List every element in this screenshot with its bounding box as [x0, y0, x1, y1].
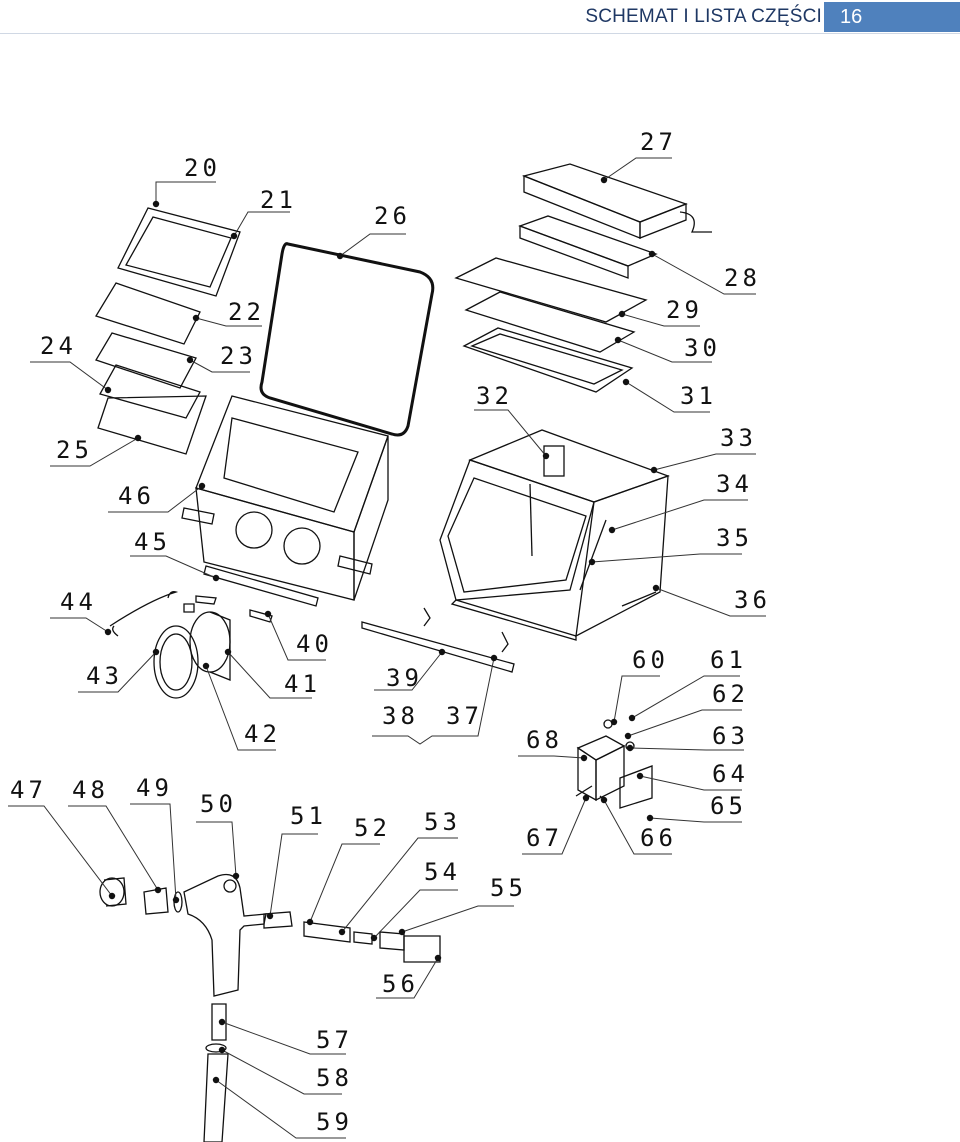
callout-37: 37 [446, 702, 483, 730]
control-box-cover-drawing [619, 765, 653, 809]
callout-63: 63 [712, 722, 749, 750]
nozzle-nut-drawing [99, 877, 125, 907]
callout-25: 25 [56, 436, 93, 464]
callout-58: 58 [316, 1064, 353, 1092]
callout-48: 48 [72, 776, 109, 804]
callout-42: 42 [244, 720, 281, 748]
top-sheet-drawing [454, 257, 648, 323]
callout-45: 45 [134, 528, 171, 556]
glove-port-right-drawing [283, 527, 321, 565]
hinge-bar-drawing [203, 565, 319, 607]
glove-ring-outer-drawing [153, 625, 199, 699]
page-number-badge: 16 [824, 2, 960, 32]
callout-34: 34 [716, 470, 753, 498]
cabinet-front-drawing [439, 459, 595, 601]
callout-51: 51 [290, 802, 327, 830]
leader-lines [8, 157, 766, 1139]
callout-21: 21 [260, 186, 297, 214]
fitting-drawing [303, 921, 351, 943]
callout-32: 32 [476, 382, 513, 410]
callout-61: 61 [710, 646, 747, 674]
callout-27: 27 [640, 128, 677, 156]
page-header: SCHEMAT I LISTA CZĘŚCI 16 [0, 0, 960, 34]
glove-ring-inner-drawing [189, 611, 231, 673]
callout-44: 44 [60, 588, 97, 616]
callout-23: 23 [220, 342, 257, 370]
callout-29: 29 [666, 296, 703, 324]
lamp-rail-drawing [518, 215, 658, 267]
callout-43: 43 [86, 662, 123, 690]
door-seal-drawing [259, 242, 435, 437]
callout-24: 24 [40, 332, 77, 360]
callout-57: 57 [316, 1026, 353, 1054]
callout-65: 65 [710, 792, 747, 820]
callout-54: 54 [424, 858, 461, 886]
callout-28: 28 [724, 264, 761, 292]
callout-64: 64 [712, 760, 749, 788]
callout-26: 26 [374, 202, 411, 230]
callout-68: 68 [526, 726, 563, 754]
glove-port-left-drawing [235, 511, 273, 549]
callout-31: 31 [680, 382, 717, 410]
air-hose-drawing [203, 1053, 229, 1142]
callout-39: 39 [386, 664, 423, 692]
callout-55: 55 [490, 874, 527, 902]
callout-66: 66 [640, 824, 677, 852]
callout-62: 62 [712, 680, 749, 708]
leader-dots [104, 176, 660, 1084]
callout-20: 20 [184, 154, 221, 182]
callout-41: 41 [284, 670, 321, 698]
callout-46: 46 [118, 482, 155, 510]
gun-body-drawing [183, 873, 267, 997]
cabinet-side-drawing [575, 475, 669, 638]
callout-38: 38 [382, 702, 419, 730]
front-panel-drawing [195, 487, 355, 601]
front-panel-top-drawing [195, 395, 389, 533]
callout-35: 35 [716, 524, 753, 552]
callout-67: 67 [526, 824, 563, 852]
callout-59: 59 [316, 1108, 353, 1136]
callout-49: 49 [136, 774, 173, 802]
callout-labels: 20 21 22 23 24 25 26 27 28 29 30 31 32 3… [10, 128, 771, 1136]
callout-50: 50 [200, 790, 237, 818]
callout-47: 47 [10, 776, 47, 804]
page-title: SCHEMAT I LISTA CZĘŚCI [585, 6, 822, 27]
callout-36: 36 [734, 586, 771, 614]
callout-30: 30 [684, 334, 721, 362]
header-divider [0, 33, 960, 34]
callout-60: 60 [632, 646, 669, 674]
callout-22: 22 [228, 298, 265, 326]
glass-pane-drawing [95, 282, 201, 345]
rail-drawing [361, 621, 515, 673]
cabinet-top-drawing [468, 429, 670, 503]
hose-drawing [403, 935, 441, 963]
window-gasket-drawing [97, 395, 207, 455]
callout-53: 53 [424, 808, 461, 836]
glove-drawing [109, 590, 179, 637]
callout-56: 56 [382, 970, 419, 998]
gun-tube-drawing [263, 911, 293, 929]
callout-33: 33 [720, 424, 757, 452]
callout-52: 52 [354, 814, 391, 842]
window-frame-drawing [117, 207, 241, 297]
callout-40: 40 [296, 630, 333, 658]
top-gasket-drawing [462, 327, 634, 393]
part-drawings [95, 163, 712, 1142]
